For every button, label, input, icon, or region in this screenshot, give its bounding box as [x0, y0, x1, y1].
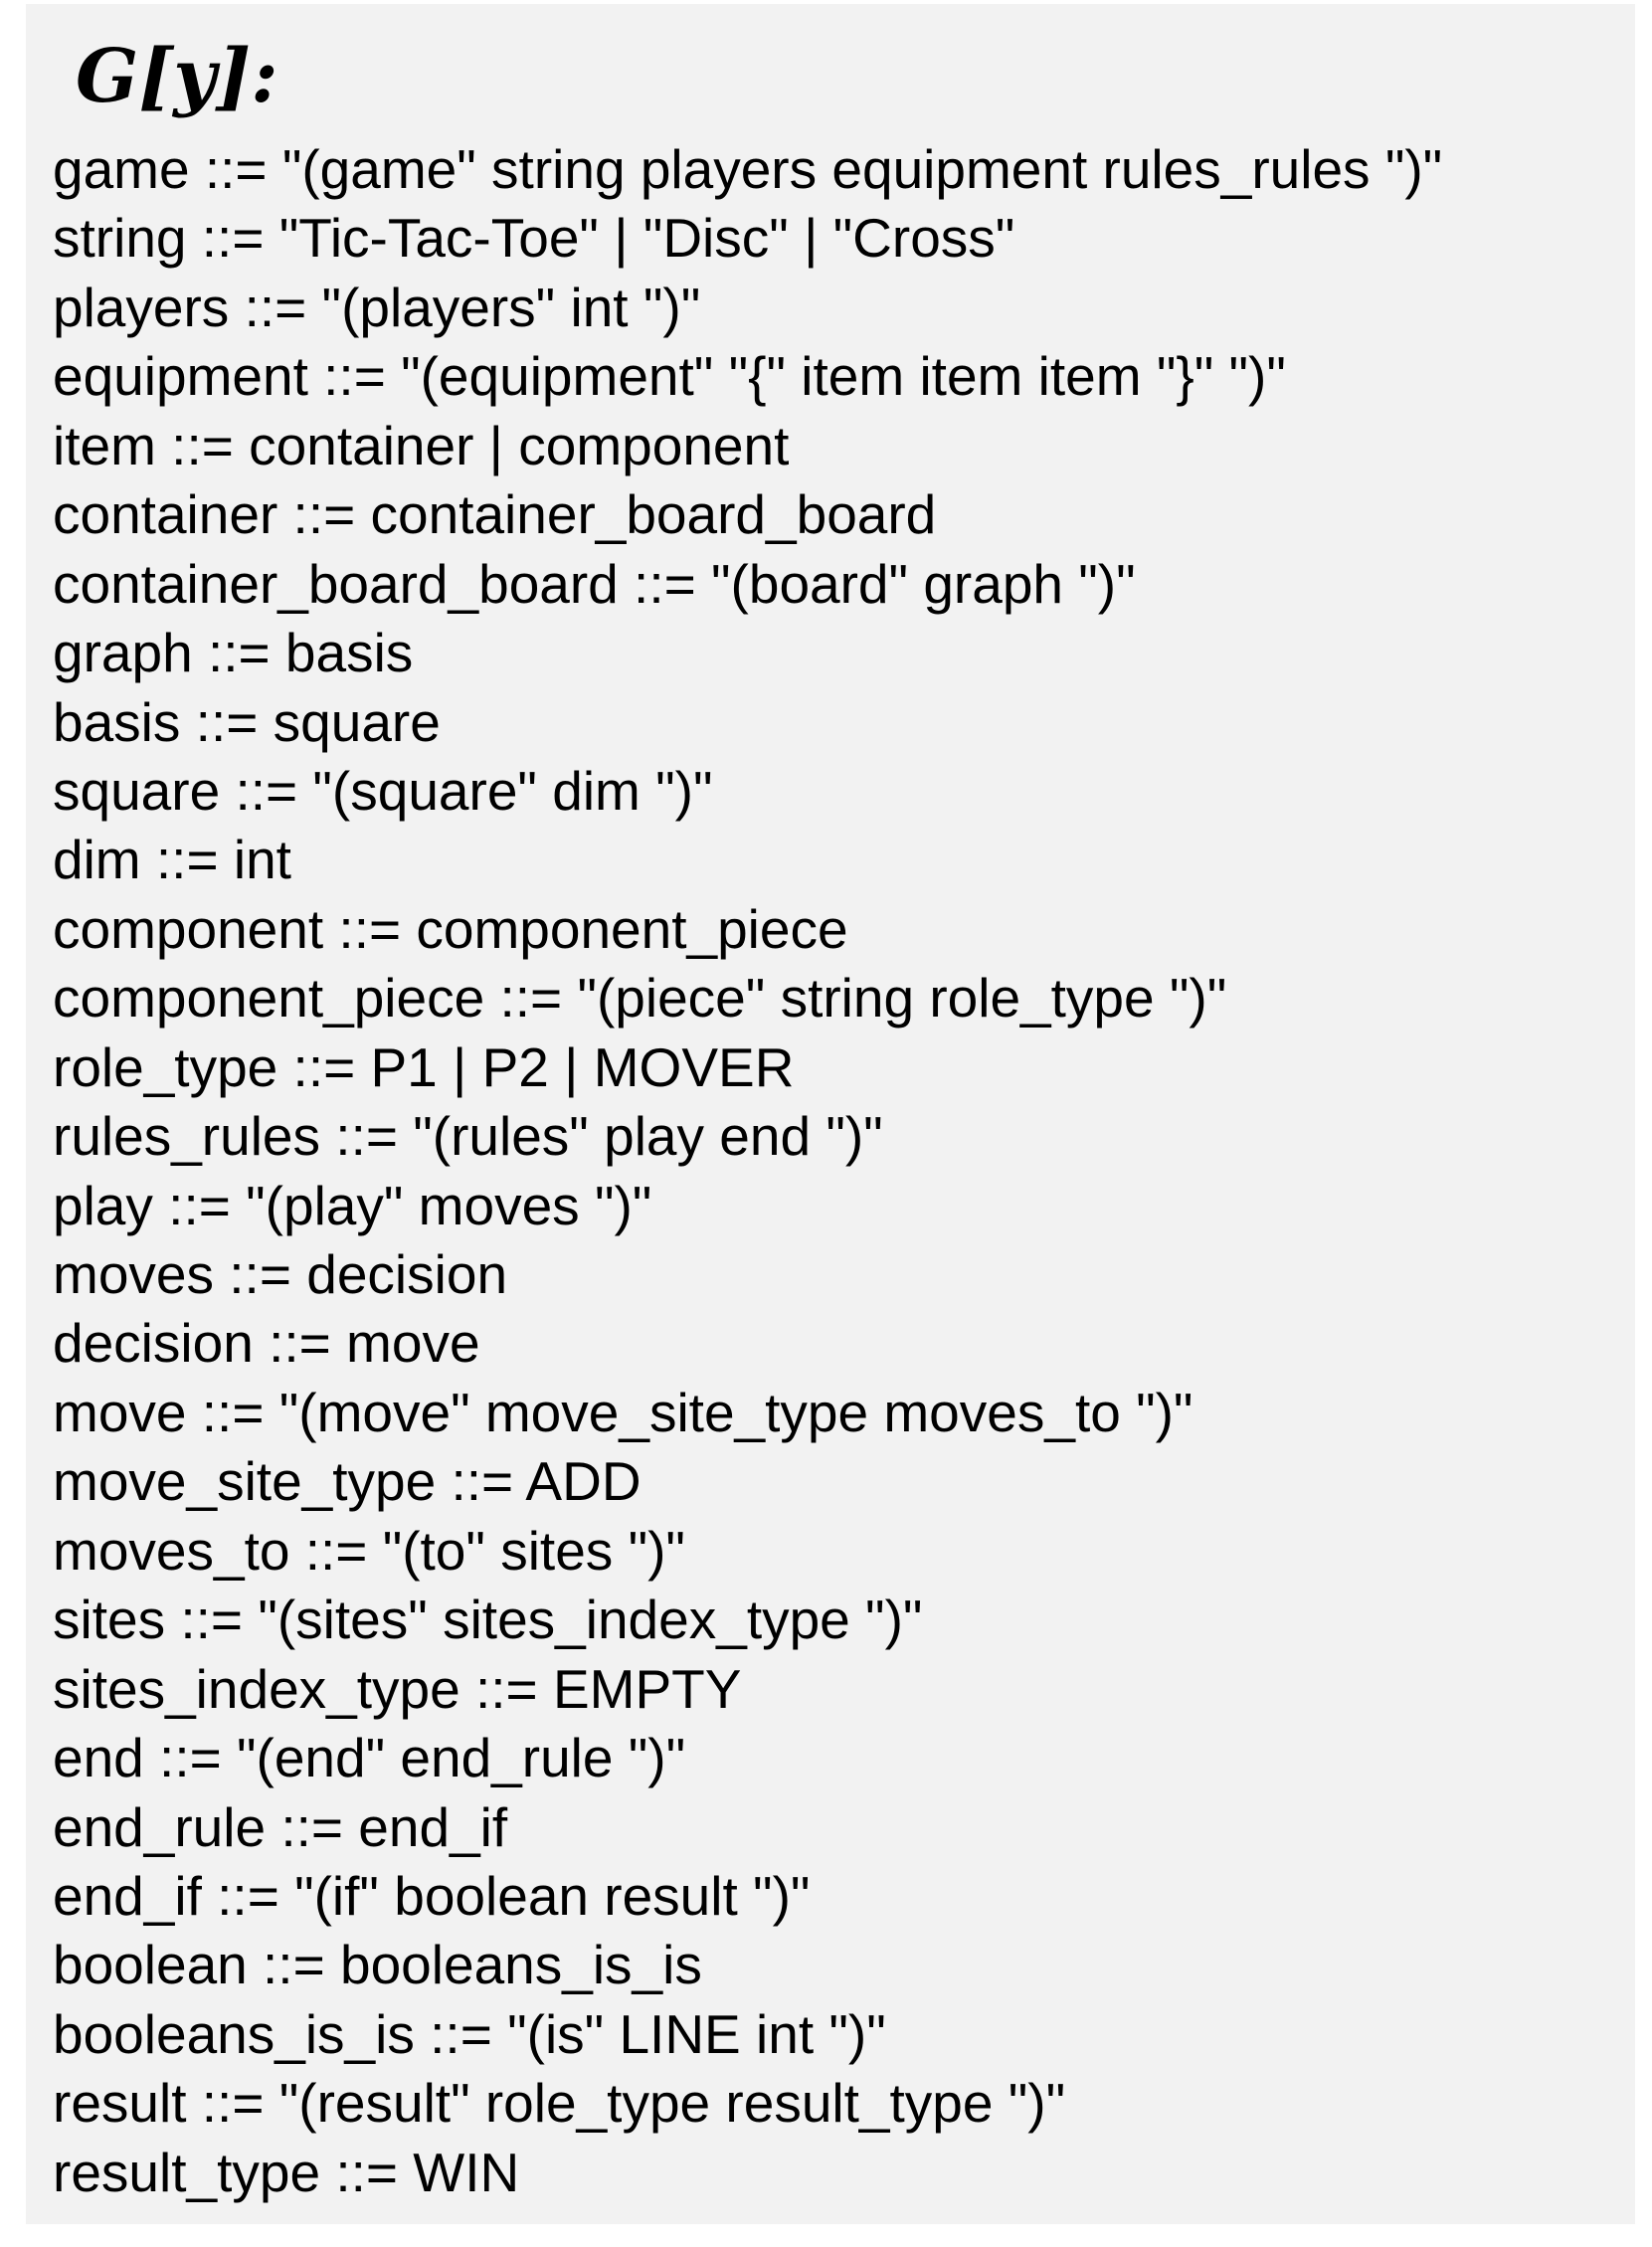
grammar-rule-line: square ::= "(square" dim ")": [53, 759, 713, 822]
grammar-title: G[y]:: [76, 34, 278, 119]
grammar-rule-line: moves_to ::= "(to" sites ")": [53, 1519, 685, 1582]
grammar-rule-line: rules_rules ::= "(rules" play end ")": [53, 1105, 883, 1168]
grammar-rule-line: boolean ::= booleans_is_is: [53, 1934, 702, 1996]
grammar-rule-line: end_if ::= "(if" boolean result ")": [53, 1864, 811, 1927]
grammar-rule-line: container_board_board ::= "(board" graph…: [53, 552, 1136, 615]
grammar-rule-line: component_piece ::= "(piece" string role…: [53, 967, 1227, 1030]
grammar-rule-list: game ::= "(game" string players equipmen…: [53, 135, 1442, 2207]
grammar-rule-line: component ::= component_piece: [53, 897, 848, 960]
grammar-rule-line: end ::= "(end" end_rule ")": [53, 1727, 686, 1789]
grammar-rule-line: move_site_type ::= ADD: [53, 1450, 642, 1513]
grammar-rule-line: role_type ::= P1 | P2 | MOVER: [53, 1035, 795, 1098]
grammar-rule-line: basis ::= square: [53, 690, 441, 753]
grammar-rule-line: result_type ::= WIN: [53, 2141, 520, 2203]
grammar-rule-line: sites ::= "(sites" sites_index_type ")": [53, 1589, 923, 1651]
grammar-rule-line: moves ::= decision: [53, 1243, 508, 1305]
grammar-rule-line: container ::= container_board_board: [53, 483, 937, 546]
grammar-rule-line: dim ::= int: [53, 829, 291, 891]
grammar-rule-line: booleans_is_is ::= "(is" LINE int ")": [53, 2002, 886, 2065]
grammar-rule-line: game ::= "(game" string players equipmen…: [53, 138, 1443, 200]
grammar-rule-line: players ::= "(players" int ")": [53, 276, 701, 338]
grammar-rule-line: item ::= container | component: [53, 414, 790, 476]
grammar-panel: G[y]: game ::= "(game" string players eq…: [26, 4, 1635, 2224]
grammar-rule-line: end_rule ::= end_if: [53, 1795, 508, 1858]
grammar-rule-line: play ::= "(play" moves ")": [53, 1174, 652, 1236]
grammar-rule-line: equipment ::= "(equipment" "{" item item…: [53, 345, 1286, 408]
grammar-rule-line: string ::= "Tic-Tac-Toe" | "Disc" | "Cro…: [53, 207, 1015, 270]
grammar-rule-line: sites_index_type ::= EMPTY: [53, 1657, 742, 1720]
grammar-rule-line: result ::= "(result" role_type result_ty…: [53, 2072, 1066, 2135]
grammar-rule-line: graph ::= basis: [53, 622, 414, 684]
grammar-rule-line: decision ::= move: [53, 1312, 480, 1375]
grammar-rule-line: move ::= "(move" move_site_type moves_to…: [53, 1381, 1193, 1443]
